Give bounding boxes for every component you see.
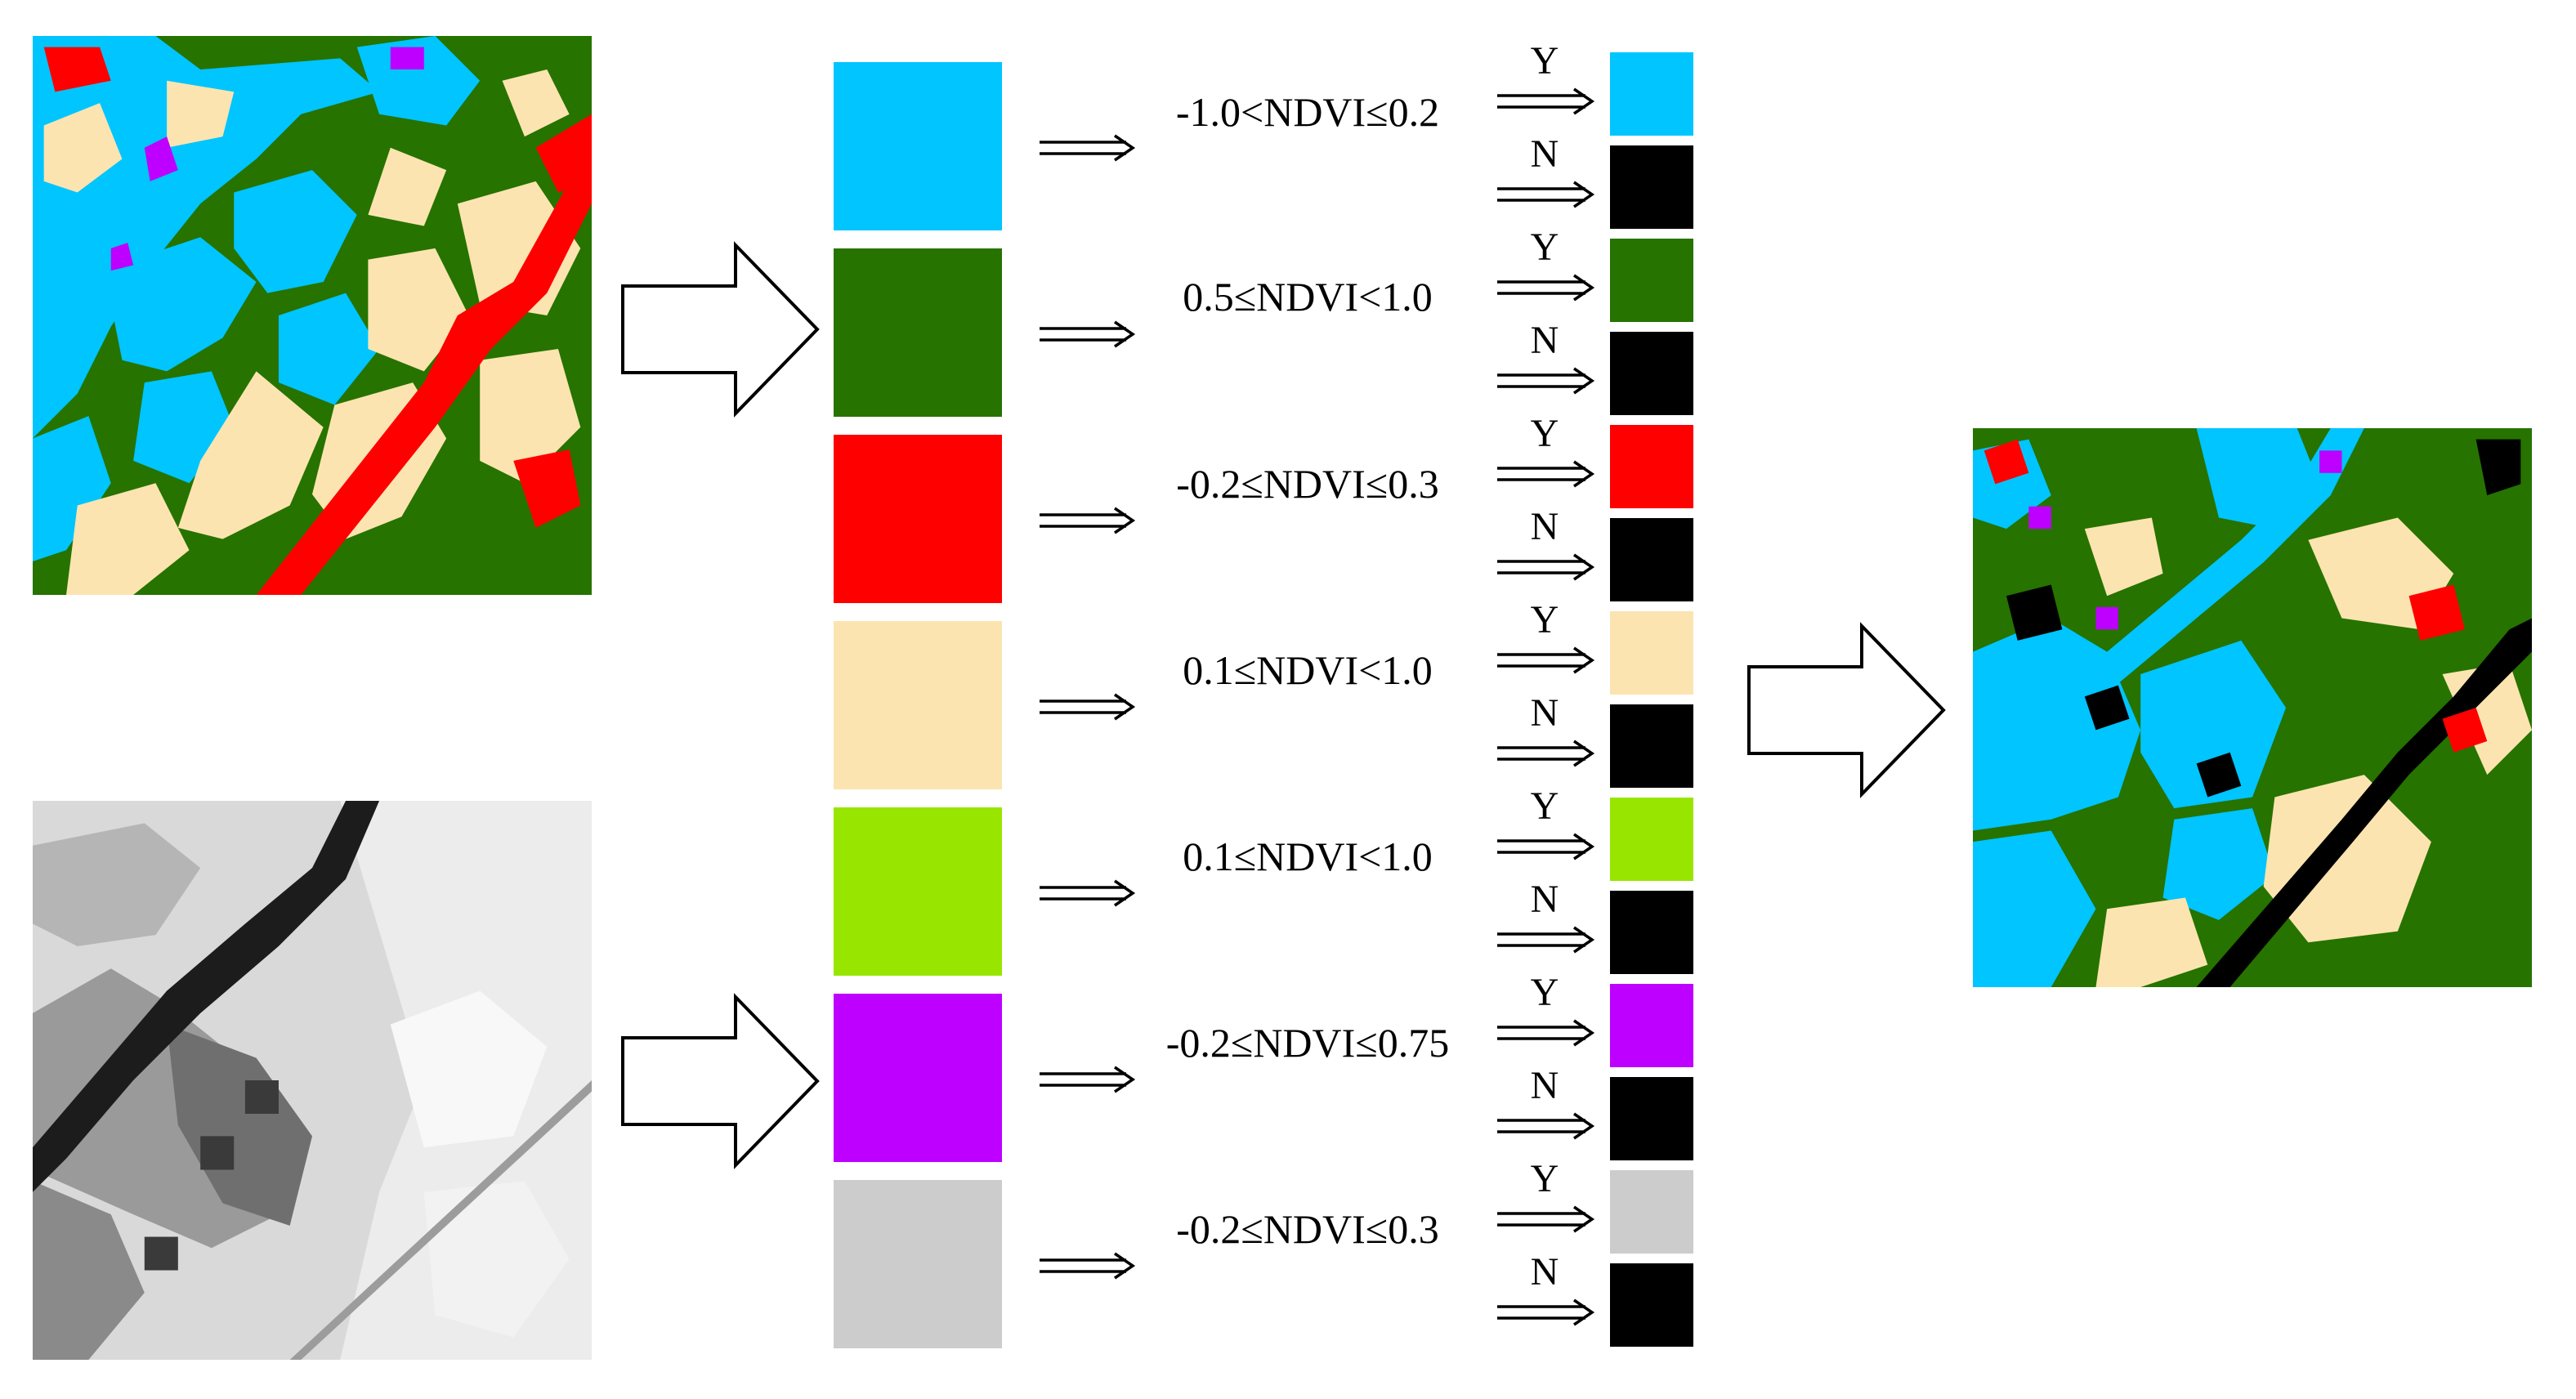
block-arrow-right-icon [621, 993, 820, 1169]
ndvi-condition-label: -0.2≤NDVI≤0.3 [1176, 461, 1439, 507]
yes-label: Y [1530, 1157, 1559, 1200]
no-output-box [1610, 145, 1693, 229]
double-arrow-icon [1040, 1252, 1136, 1280]
no-label: N [1530, 1064, 1559, 1107]
no-label: N [1530, 1250, 1559, 1294]
yes-label: Y [1530, 39, 1559, 83]
double-arrow-icon [1497, 1112, 1595, 1140]
double-arrow-icon [1040, 693, 1136, 721]
no-output-box [1610, 891, 1693, 974]
double-arrow-icon [1497, 833, 1595, 860]
yes-output-box [1610, 239, 1693, 322]
double-arrow-icon [1497, 926, 1595, 954]
no-output-box [1610, 1077, 1693, 1160]
double-arrow-icon [1040, 879, 1136, 907]
double-arrow-icon [1040, 507, 1136, 534]
no-label: N [1530, 505, 1559, 548]
class-swatch-forest [834, 248, 1002, 417]
ndvi-condition-label: -0.2≤NDVI≤0.75 [1165, 1020, 1450, 1066]
double-arrow-icon [1497, 740, 1595, 767]
double-arrow-icon [1497, 646, 1595, 674]
double-arrow-icon [1497, 1298, 1595, 1326]
class-swatch-grassland [834, 807, 1002, 976]
double-arrow-icon [1040, 1066, 1136, 1093]
double-arrow-icon [1497, 553, 1595, 581]
class-swatch-farmland [834, 621, 1002, 789]
class-swatch-wetland [834, 994, 1002, 1162]
no-label: N [1530, 878, 1559, 921]
class-swatch-water [834, 62, 1002, 230]
yes-label: Y [1530, 598, 1559, 641]
ndvi-condition-label: 0.1≤NDVI<1.0 [1183, 834, 1433, 879]
yes-output-box [1610, 425, 1693, 508]
double-arrow-icon [1040, 134, 1136, 162]
yes-output-box [1610, 611, 1693, 695]
double-arrow-icon [1497, 1205, 1595, 1233]
double-arrow-icon [1497, 460, 1595, 488]
double-arrow-icon [1040, 320, 1136, 348]
yes-output-box [1610, 52, 1693, 136]
no-output-box [1610, 704, 1693, 788]
ndvi-condition-label: 0.1≤NDVI<1.0 [1183, 647, 1433, 693]
block-arrow-right-icon [621, 241, 820, 418]
corrected-result-map [1973, 428, 2532, 987]
yes-label: Y [1530, 226, 1559, 269]
ndvi-grayscale-image [33, 801, 592, 1360]
class-swatch-builtup [834, 435, 1002, 603]
ndvi-condition-label: -0.2≤NDVI≤0.3 [1176, 1206, 1439, 1252]
double-arrow-icon [1497, 1019, 1595, 1047]
yes-label: Y [1530, 971, 1559, 1014]
yes-output-box [1610, 798, 1693, 881]
class-swatch-bareland [834, 1180, 1002, 1348]
yes-label: Y [1530, 412, 1559, 455]
no-label: N [1530, 132, 1559, 176]
yes-output-box [1610, 984, 1693, 1067]
ndvi-condition-label: -1.0<NDVI≤0.2 [1175, 89, 1440, 135]
double-arrow-icon [1497, 181, 1595, 208]
no-output-box [1610, 1263, 1693, 1347]
yes-output-box [1610, 1170, 1693, 1254]
double-arrow-icon [1497, 87, 1595, 115]
yes-label: Y [1530, 784, 1559, 828]
double-arrow-icon [1497, 274, 1595, 302]
source-classification-map [33, 36, 592, 595]
double-arrow-icon [1497, 367, 1595, 395]
block-arrow-right-icon [1747, 622, 1946, 798]
no-output-box [1610, 518, 1693, 601]
ndvi-condition-label: 0.5≤NDVI<1.0 [1183, 274, 1433, 320]
no-label: N [1530, 319, 1559, 362]
no-output-box [1610, 332, 1693, 415]
no-label: N [1530, 691, 1559, 735]
